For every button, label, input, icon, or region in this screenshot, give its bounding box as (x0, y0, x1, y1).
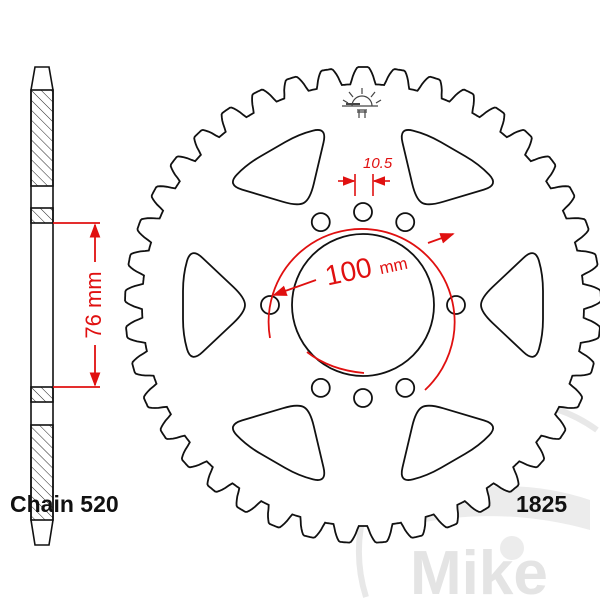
hub-width-dimension (53, 222, 101, 388)
hatch-band (30, 424, 54, 521)
hub-width-label: 76 mm (81, 271, 106, 338)
lightening-window (400, 129, 494, 206)
lightening-window (232, 404, 326, 481)
bolt-hole (353, 388, 373, 408)
hatch-band (30, 89, 54, 187)
chain-size-label: Chain 520 (10, 491, 119, 517)
lightening-window (480, 252, 544, 358)
hatch-band (30, 207, 54, 224)
bolt-hole (395, 212, 416, 233)
hatch-band (30, 386, 54, 403)
watermark-logo: Mike (355, 398, 599, 600)
bolt-hole-dimension (338, 174, 390, 196)
sprocket-face-view (124, 66, 600, 544)
side-view (30, 66, 54, 546)
watermark-text: Mike (410, 539, 548, 600)
sprocket-outline (124, 66, 600, 544)
lightening-window (182, 252, 246, 358)
watermark-dot (500, 536, 524, 560)
bolt-hole (310, 377, 331, 398)
bolt-hole (260, 295, 280, 315)
bolt-hole (446, 295, 466, 315)
sunrise-logo-icon (342, 88, 382, 118)
lightening-window (400, 404, 494, 481)
bolt-hole (395, 377, 416, 398)
lightening-window (232, 129, 326, 206)
bolt-hole (353, 202, 373, 222)
bolt-hole-label: 10.5 (363, 155, 393, 172)
hub-bore (291, 233, 435, 377)
bolt-hole (310, 212, 331, 233)
part-number-label: 1825 (516, 491, 568, 517)
bolt-circle-dimension (267, 228, 456, 391)
